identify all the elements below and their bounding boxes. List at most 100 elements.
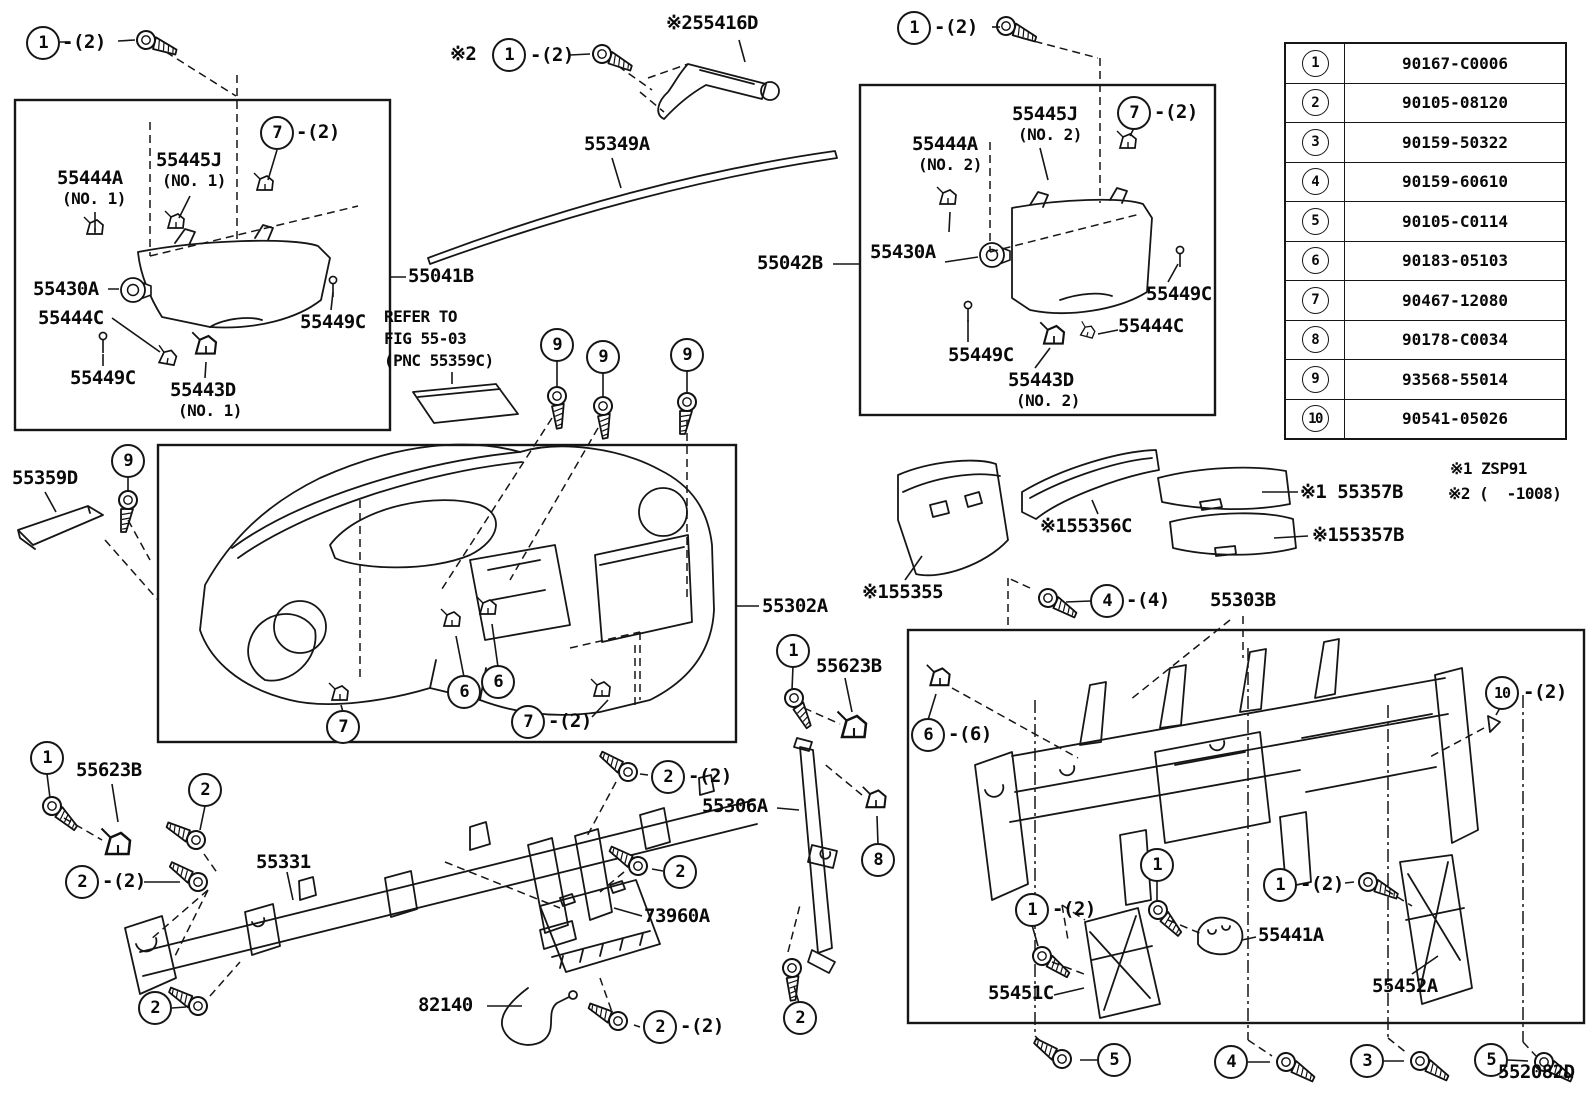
callout-7[interactable]: 7 <box>511 705 545 739</box>
callout-5[interactable]: 5 <box>1474 1043 1508 1077</box>
callout-9[interactable]: 9 <box>540 328 574 362</box>
part-label-55444a-no1[interactable]: 55444A <box>57 167 123 189</box>
part-label-55445j-no2[interactable]: 55445J <box>1012 103 1078 125</box>
row-callout: 5 <box>1301 207 1329 235</box>
row-callout: 4 <box>1301 168 1329 196</box>
leader-55041b-55042b <box>390 263 860 278</box>
qty-label: -(2) <box>62 31 106 53</box>
part-label-55443d-no1[interactable]: 55443D <box>170 379 236 401</box>
part-drawing-ip-reinforcement-rail <box>124 774 758 995</box>
part-label-73960a[interactable]: 73960A <box>644 905 710 927</box>
part-drawing-55452a-panel <box>1399 854 1473 1005</box>
callout-2[interactable]: 2 <box>783 1001 817 1035</box>
part-drawing-55042b-pad <box>936 58 1185 369</box>
table-row[interactable]: 5 90105-C0114 <box>1284 201 1567 242</box>
part-label-55444c[interactable]: 55444C <box>38 307 104 329</box>
part-label-55359d[interactable]: 55359D <box>12 467 78 489</box>
callout-7[interactable]: 7 <box>260 116 294 150</box>
diagram-code: 552082D <box>1498 1061 1575 1083</box>
part-label-55416d[interactable]: ※255416D <box>666 12 759 34</box>
part-number-cell: 90105-C0114 <box>1344 201 1567 242</box>
part-label-55331[interactable]: 55331 <box>256 851 311 873</box>
part-label-55623b[interactable]: 55623B <box>76 759 142 781</box>
callout-2[interactable]: 2 <box>138 991 172 1025</box>
part-label-55449c[interactable]: 55449C <box>948 344 1014 366</box>
part-label-55306a[interactable]: 55306A <box>702 795 768 817</box>
part-label-55430a[interactable]: 55430A <box>33 278 99 300</box>
refer-book <box>412 372 519 424</box>
part-label-55441a[interactable]: 55441A <box>1258 924 1324 946</box>
callout-1[interactable]: 1 <box>776 634 810 668</box>
callout-1[interactable]: 1 <box>1015 893 1049 927</box>
callout-9[interactable]: 9 <box>670 338 704 372</box>
part-label-55449c[interactable]: 55449C <box>70 367 136 389</box>
callout-9[interactable]: 9 <box>111 444 145 478</box>
part-number-cell: 90183-05103 <box>1344 240 1567 281</box>
part-label-55623b[interactable]: 55623B <box>816 655 882 677</box>
callout-2[interactable]: 2 <box>65 865 99 899</box>
callout-1[interactable]: 1 <box>897 11 931 45</box>
part-label-55443d-no2[interactable]: 55443D <box>1008 369 1074 391</box>
part-label-55303b[interactable]: 55303B <box>1210 589 1276 611</box>
callout-6[interactable]: 6 <box>481 665 515 699</box>
part-label-55349a[interactable]: 55349A <box>584 133 650 155</box>
part-sublabel-no1: (NO. 1) <box>162 171 226 190</box>
part-label-55430a[interactable]: 55430A <box>870 241 936 263</box>
part-label-55451c[interactable]: 55451C <box>988 982 1054 1004</box>
part-label-55042b[interactable]: 55042B <box>757 252 823 274</box>
callout-10[interactable]: 10 <box>1485 676 1519 710</box>
part-label-55452a[interactable]: 55452A <box>1372 975 1438 997</box>
part-label-82140[interactable]: 82140 <box>418 994 473 1016</box>
callout-6[interactable]: 6 <box>911 718 945 752</box>
callout-9[interactable]: 9 <box>586 340 620 374</box>
callout-7[interactable]: 7 <box>326 710 360 744</box>
callout-6[interactable]: 6 <box>447 675 481 709</box>
part-label-55449c[interactable]: 55449C <box>300 311 366 333</box>
qty-label: -(2) <box>1300 873 1344 895</box>
part-label-55356c[interactable]: ※155356C <box>1040 515 1133 537</box>
part-label-55041b[interactable]: 55041B <box>408 265 474 287</box>
callout-2[interactable]: 2 <box>663 855 697 889</box>
callout-2[interactable]: 2 <box>188 773 222 807</box>
part-label-55302a[interactable]: 55302A <box>762 595 828 617</box>
part-number-cell: 90159-60610 <box>1344 161 1567 202</box>
part-label-55355[interactable]: ※155355 <box>862 581 944 603</box>
part-label-55445j-no1[interactable]: 55445J <box>156 149 222 171</box>
part-sublabel-no2: (NO. 2) <box>918 155 982 174</box>
callout-1[interactable]: 1 <box>1263 868 1297 902</box>
part-sublabel-no2: (NO. 2) <box>1016 391 1080 410</box>
table-row[interactable]: 4 90159-60610 <box>1284 161 1567 202</box>
callout-1[interactable]: 1 <box>26 26 60 60</box>
callout-3[interactable]: 3 <box>1350 1044 1384 1078</box>
qty-label: -(2) <box>1154 101 1198 123</box>
part-label-55357b-1[interactable]: ※1 55357B <box>1300 481 1403 503</box>
part-label-55444a-no2[interactable]: 55444A <box>912 133 978 155</box>
callout-7[interactable]: 7 <box>1117 96 1151 130</box>
refer-note-line2: FIG 55-03 <box>384 329 467 348</box>
callout-2[interactable]: 2 <box>651 760 685 794</box>
callout-1[interactable]: 1 <box>492 38 526 72</box>
part-label-55444c[interactable]: 55444C <box>1118 315 1184 337</box>
fastener-2-bottom-mid <box>780 904 808 1004</box>
callout-4[interactable]: 4 <box>1090 584 1124 618</box>
callout-1[interactable]: 1 <box>30 741 64 775</box>
callout-1[interactable]: 1 <box>1140 848 1174 882</box>
part-drawing-55306a-brace <box>776 737 838 974</box>
part-label-55449c[interactable]: 55449C <box>1146 283 1212 305</box>
callout-4[interactable]: 4 <box>1214 1045 1248 1079</box>
qty-label: -(2) <box>680 1015 724 1037</box>
callout-2[interactable]: 2 <box>643 1010 677 1044</box>
callout-5[interactable]: 5 <box>1097 1043 1131 1077</box>
part-label-55357b-2[interactable]: ※155357B <box>1312 524 1405 546</box>
part-number-cell: 93568-55014 <box>1344 359 1567 400</box>
part-number-cell: 90159-50322 <box>1344 122 1567 163</box>
callout-8[interactable]: 8 <box>861 843 895 877</box>
